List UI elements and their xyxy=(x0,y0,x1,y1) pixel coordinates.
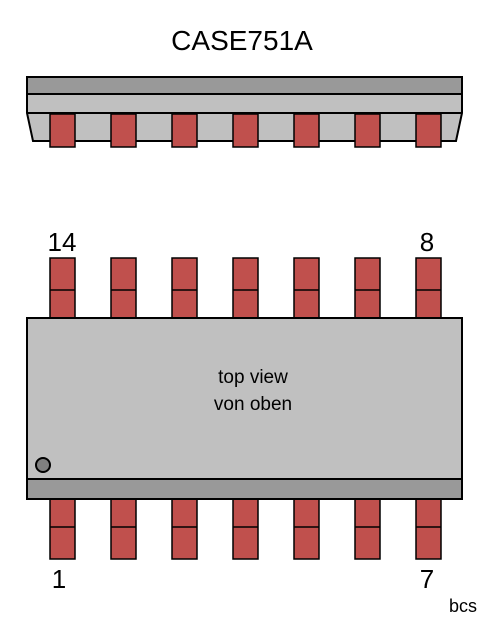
pin-label-8: 8 xyxy=(420,227,434,257)
side-view-top-band xyxy=(26,76,463,95)
pin-bottom-5 xyxy=(293,498,320,560)
pin-1-marker-dot xyxy=(35,457,51,473)
side-view-pin xyxy=(354,113,381,148)
pin-label-1: 1 xyxy=(52,564,66,594)
pin-top-8 xyxy=(415,257,442,319)
side-view xyxy=(26,76,463,148)
center-text-line-1: top view xyxy=(218,367,288,388)
pin-bottom-6 xyxy=(354,498,381,560)
pin-bottom-2 xyxy=(110,498,137,560)
pin-bottom-1 xyxy=(49,498,76,560)
pin-top-10 xyxy=(293,257,320,319)
chip-bottom-band xyxy=(26,478,463,500)
pin-bottom-4 xyxy=(232,498,259,560)
pin-bottom-3 xyxy=(171,498,198,560)
side-view-pin xyxy=(49,113,76,148)
credit-text: bcs xyxy=(449,596,477,616)
center-text-line-2: von oben xyxy=(214,394,292,415)
side-view-pin xyxy=(293,113,320,148)
pin-top-13 xyxy=(110,257,137,319)
side-view-pin xyxy=(171,113,198,148)
pin-top-11 xyxy=(232,257,259,319)
pin-label-14: 14 xyxy=(48,227,77,257)
pin-label-7: 7 xyxy=(420,564,434,594)
top-view: top view von oben xyxy=(26,257,463,560)
side-view-pin xyxy=(110,113,137,148)
side-view-pin xyxy=(415,113,442,148)
pin-top-14 xyxy=(49,257,76,319)
pin-bottom-7 xyxy=(415,498,442,560)
package-title: CASE751A xyxy=(171,25,313,56)
side-view-pin xyxy=(232,113,259,148)
pin-top-12 xyxy=(171,257,198,319)
pin-top-9 xyxy=(354,257,381,319)
